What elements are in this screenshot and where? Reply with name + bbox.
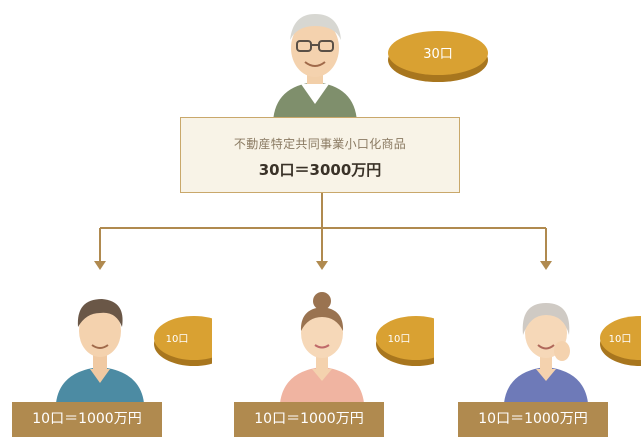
investor-2-face bbox=[301, 308, 343, 358]
investor-2-illustration bbox=[280, 292, 364, 403]
investor-3-hair bbox=[522, 303, 570, 335]
investor-2-hair bbox=[300, 307, 344, 331]
investor-2-label: 10口＝1000万円 bbox=[234, 402, 384, 437]
product-title: 不動産特定共同事業小口化商品 bbox=[233, 137, 407, 151]
coin-units-label: 10口 bbox=[609, 334, 632, 345]
investor-3-label: 10口＝1000万円 bbox=[458, 402, 608, 437]
arrow-head-left bbox=[94, 261, 106, 270]
owner-face bbox=[291, 19, 339, 77]
product-box: 不動産特定共同事業小口化商品 30口＝3000万円 bbox=[180, 117, 460, 193]
coin-units-label: 10口 bbox=[166, 334, 189, 345]
owner-collar bbox=[301, 84, 329, 104]
coin-icon: 10口 bbox=[154, 316, 212, 366]
investor-2-hair-bun bbox=[313, 292, 331, 310]
product-total: 30口＝3000万円 bbox=[258, 161, 382, 179]
investor-3-illustration bbox=[504, 303, 588, 403]
investor-3-cardigan bbox=[504, 367, 588, 403]
investor-1-label: 10口＝1000万円 bbox=[12, 402, 162, 437]
investor-1-illustration bbox=[56, 299, 144, 403]
coin-icon: 10口 bbox=[600, 316, 641, 366]
arrow-head-right bbox=[540, 261, 552, 270]
investor-3-hand bbox=[554, 341, 570, 361]
coin-icon: 10口 bbox=[376, 316, 434, 366]
investor-1-face bbox=[79, 305, 121, 357]
glasses-icon bbox=[296, 40, 334, 52]
investor-1-shirt bbox=[56, 367, 144, 403]
coin-icon: 30口 bbox=[388, 31, 488, 82]
owner-hair bbox=[290, 14, 341, 40]
investor-1-hair bbox=[77, 299, 123, 327]
arrow-head-center bbox=[316, 261, 328, 270]
coin-units-label: 10口 bbox=[388, 334, 411, 345]
coin-units-label: 30口 bbox=[423, 47, 453, 62]
owner-illustration bbox=[273, 14, 357, 122]
investor-2-top bbox=[280, 367, 364, 403]
